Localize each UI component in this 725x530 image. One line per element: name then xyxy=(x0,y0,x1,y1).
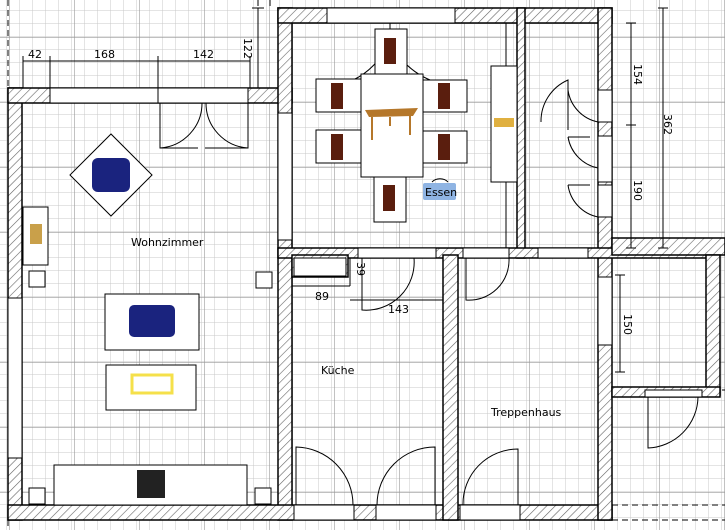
kitchen-counter[interactable] xyxy=(293,257,347,277)
dimension-lines xyxy=(22,7,668,373)
lamp[interactable] xyxy=(28,270,46,288)
dimension-label: 168 xyxy=(94,48,115,61)
door[interactable] xyxy=(597,276,613,346)
dining-table[interactable] xyxy=(360,73,424,178)
table-icon xyxy=(365,108,418,117)
armchair-icon xyxy=(92,158,130,192)
dimension-label: 150 xyxy=(621,314,634,335)
window[interactable] xyxy=(277,112,293,241)
window[interactable] xyxy=(49,87,159,104)
wall xyxy=(705,254,721,396)
door[interactable] xyxy=(357,247,437,259)
dimension-label: 42 xyxy=(28,48,42,61)
window[interactable] xyxy=(326,7,456,24)
room-label-kueche[interactable]: Küche xyxy=(321,364,355,377)
room-label-essen[interactable]: Essen xyxy=(425,186,457,199)
door[interactable] xyxy=(597,184,613,218)
wall xyxy=(597,7,613,521)
dimension-label: 154 xyxy=(631,64,644,85)
wall xyxy=(442,254,459,521)
dimension-label: 39 xyxy=(354,262,367,276)
lamp[interactable] xyxy=(254,487,272,505)
dimension-label: 362 xyxy=(661,114,674,135)
dimension-label: 89 xyxy=(315,290,329,303)
wall xyxy=(277,7,293,521)
door[interactable] xyxy=(597,89,613,123)
dining-furniture: Essen xyxy=(315,23,518,223)
door[interactable] xyxy=(375,504,437,521)
room-label-selection[interactable] xyxy=(423,183,456,200)
dimension-label: 190 xyxy=(631,180,644,201)
door[interactable] xyxy=(597,135,613,183)
lamp[interactable] xyxy=(28,487,46,505)
lamp[interactable] xyxy=(255,271,273,289)
coffee-table[interactable] xyxy=(105,364,197,411)
sideboard-icon xyxy=(494,118,514,127)
living-room-furniture: Wohnzimmer xyxy=(22,133,273,506)
tv-icon xyxy=(137,470,165,498)
dimension-label: 143 xyxy=(388,303,409,316)
door[interactable] xyxy=(459,504,521,521)
door[interactable] xyxy=(644,389,703,398)
wall xyxy=(611,237,725,256)
door[interactable] xyxy=(537,247,589,259)
bookshelf-icon xyxy=(30,224,42,244)
openings xyxy=(7,7,703,521)
dimension-label: 142 xyxy=(193,48,214,61)
room-label-wohnzimmer[interactable]: Wohnzimmer xyxy=(131,236,204,249)
window[interactable] xyxy=(7,297,23,459)
chair-icons xyxy=(331,38,450,211)
coffee-table-icon xyxy=(130,373,174,395)
sofa-icon xyxy=(129,305,175,337)
window[interactable] xyxy=(157,87,249,104)
door[interactable] xyxy=(462,247,510,259)
room-label-treppenhaus[interactable]: Treppenhaus xyxy=(490,406,562,419)
door[interactable] xyxy=(293,504,355,521)
dimension-label: 122 xyxy=(241,38,254,59)
